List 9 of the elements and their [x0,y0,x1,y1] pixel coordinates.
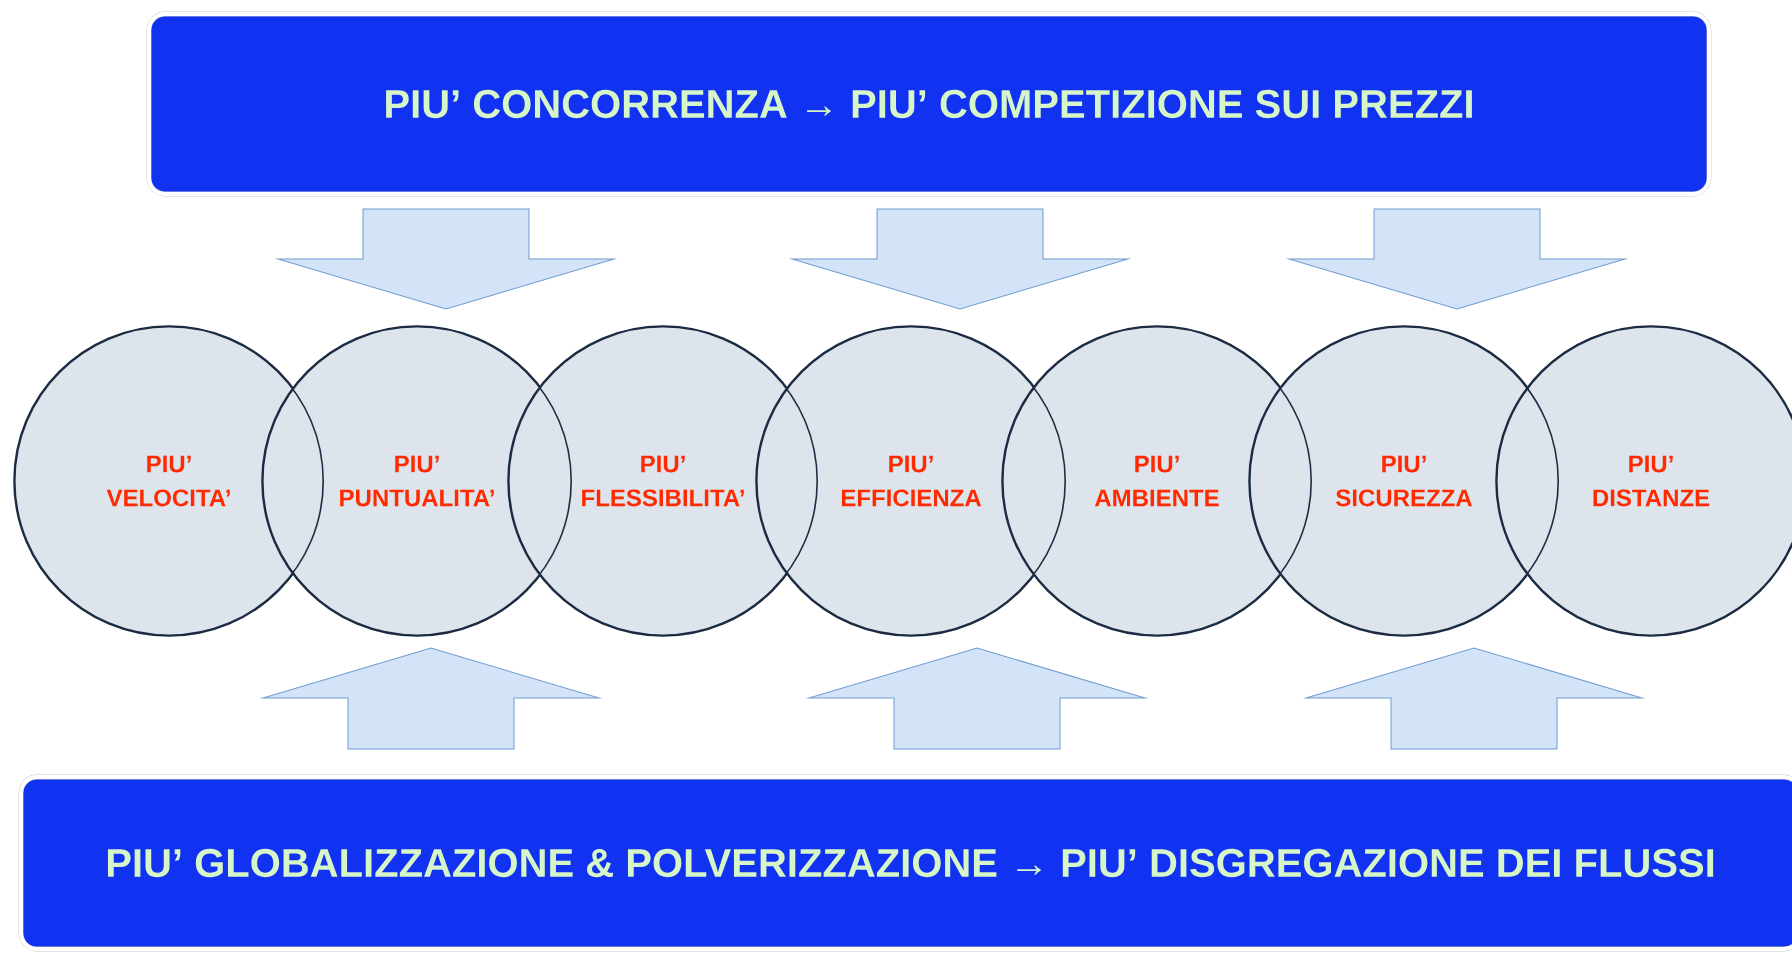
banner-box: PIU’ GLOBALIZZAZIONE & POLVERIZZAZIONE → PIU’ DISGREGAZIONE DEI FLUSSI [18,774,1792,952]
block-arrow [1305,647,1643,750]
banner-box: PIU’ CONCORRENZA → PIU’ COMPETIZIONE SUI PREZZI [146,11,1712,197]
block-arrow [791,208,1129,310]
node-label: PIU’ DISTANZE [1593,455,1710,507]
block-arrow [1288,208,1626,310]
block-arrow [277,208,615,310]
block-arrow [808,647,1146,750]
block-arrow [262,647,600,750]
